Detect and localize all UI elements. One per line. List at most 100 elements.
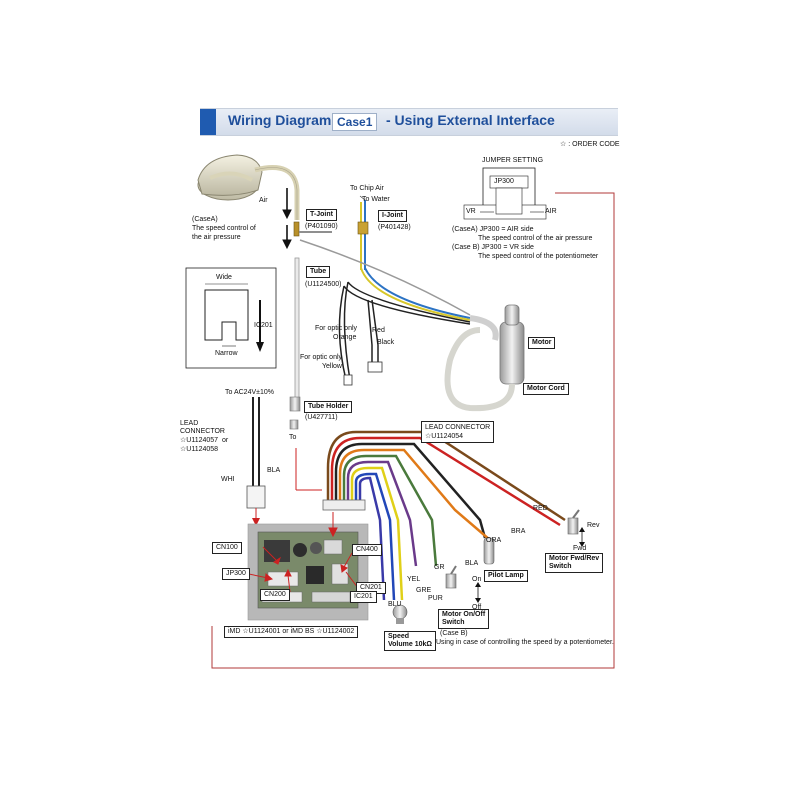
ic-narrow-label: Narrow [215, 350, 238, 357]
wire-bla-label: BLA [465, 560, 479, 567]
black-wire-label: Black [377, 339, 395, 346]
pedal-case-a-1: (CaseA) [192, 216, 218, 223]
lead-left-1: LEAD [180, 420, 199, 427]
jumper-block [463, 167, 547, 220]
flow-arrows [282, 188, 292, 250]
pilot-lamp-label: Pilot Lamp [484, 570, 528, 582]
header-title-part1: Wiring Diagram [228, 112, 332, 128]
air-water-lines [357, 195, 369, 270]
diagram-header: Wiring Diagram Case1 - Using External In… [200, 108, 618, 136]
lead-left-bla: BLA [267, 467, 281, 474]
tube-holder-code: (U427711) [305, 414, 338, 421]
switch-onoff-label-1: Motor On/Off [442, 611, 486, 618]
lead-right-2: ☆U1124054 [425, 433, 464, 440]
pedal-case-a-2: The speed control of [192, 225, 256, 232]
lead-left-4: ☆U1124058 [180, 446, 219, 453]
wire-pur-label: PUR [428, 595, 443, 602]
switch-on-label: On [472, 576, 482, 583]
lead-left-3: ☆U1124057 or [180, 437, 229, 444]
jumper-air: AIR [545, 208, 557, 215]
i-joint-code: (P401428) [378, 224, 411, 231]
optic-wires [338, 281, 383, 386]
to-chip-air-label: To Chip Air [350, 185, 384, 192]
switch-fr-box: Motor Fwd/Rev Switch [545, 553, 604, 573]
speed-volume-2: Volume 10kΩ [388, 641, 432, 648]
to-water-label: To Water [362, 196, 390, 203]
onoff-switch [445, 565, 481, 603]
air-pedal [197, 154, 263, 201]
jumper-vr: VR [466, 208, 476, 215]
wire-gre-label: GRE [416, 587, 432, 594]
switch-fr-label-1: Motor Fwd/Rev [549, 555, 600, 562]
wire-ora-label: ORA [486, 537, 502, 544]
tube-holder [289, 396, 301, 412]
pilot-lamp [483, 537, 495, 565]
jumper-jp300: JP300 [494, 178, 514, 185]
lead-left-whi: WHI [221, 476, 235, 483]
jumper-case-b-2: The speed control of the potentiometer [478, 253, 599, 260]
switch-off-label: Off [472, 604, 482, 611]
jp300-label: JP300 [222, 568, 250, 580]
motor [444, 304, 525, 412]
lead-right-box: LEAD CONNECTOR ☆U1124054 [421, 421, 495, 443]
switch-rev-label: Rev [587, 522, 600, 529]
cn200-label: CN200 [260, 589, 290, 601]
ic-ic201-label: IC201 [254, 322, 273, 329]
wire-yel-label: YEL [407, 576, 421, 583]
optic-yellow-1: For optic only [300, 354, 343, 361]
jumper-case-b-1: (Case B) JP300 = VR side [452, 244, 534, 251]
speed-volume-1: Speed [388, 633, 410, 640]
motor-label: Motor [528, 337, 556, 349]
callout-outline [211, 192, 615, 669]
board-model-label: iMD ☆U1124001 or iMD BS ☆U1124002 [224, 626, 359, 638]
header-case-badge: Case1 [332, 113, 378, 131]
header-title-part2: - Using External Interface [386, 112, 555, 128]
wire-blu-label: BLU [388, 601, 402, 608]
optic-orange-2: Orange [333, 334, 357, 341]
ac-supply-wires [246, 397, 266, 526]
tube-holder-to: To [289, 434, 297, 441]
red-wire-label: Red [372, 327, 385, 334]
case-b-line2: Using in case of controlling the speed b… [436, 639, 614, 646]
ic201-board-label: IC201 [350, 591, 377, 603]
control-wires [322, 430, 566, 601]
motor-cable-bundle [299, 239, 499, 341]
switch-onoff-label-2: Switch [442, 619, 465, 626]
optic-yellow-2: Yellow [322, 363, 342, 370]
tube [294, 257, 300, 401]
switch-fwd-label: Fwd [573, 545, 587, 552]
pedal-air-label: Air [259, 197, 268, 204]
pedal-case-a-3: the air pressure [192, 234, 241, 241]
cn100-label: CN100 [212, 542, 242, 554]
switch-onoff-box: Motor On/Off Switch [438, 609, 490, 629]
header-accent [200, 109, 216, 135]
wire-gr-label: GR [434, 564, 445, 571]
tube-holder-label: Tube Holder [304, 401, 353, 413]
tube-label: Tube [306, 266, 331, 278]
motor-cord-label: Motor Cord [523, 383, 569, 395]
speed-volume-box: Speed Volume 10kΩ [384, 631, 436, 651]
t-joint [293, 221, 332, 237]
lead-right-1: LEAD CONNECTOR [425, 424, 491, 431]
cn400-label: CN400 [352, 544, 382, 556]
case-b-line1: (Case B) [440, 630, 468, 637]
order-code-note: ☆ : ORDER CODE [560, 141, 620, 148]
tube-code: (U1124500) [305, 281, 342, 288]
ic-wide-label: Wide [216, 274, 232, 281]
ac-supply-label: To AC24V±10% [225, 389, 274, 396]
jumper-case-a-1: (CaseA) JP300 = AIR side [452, 226, 534, 233]
i-joint-label: I-Joint [378, 210, 407, 222]
fwd-rev-switch [567, 509, 585, 547]
lead-left-2: CONNECTOR [180, 428, 225, 435]
switch-fr-label-2: Switch [549, 563, 572, 570]
speed-volume [392, 604, 408, 624]
t-joint-code: (P401090) [305, 223, 338, 230]
wire-red-label: RED [533, 505, 548, 512]
circuit-board [247, 523, 369, 621]
optic-orange-1: For optic only [315, 325, 358, 332]
wire-bra-label: BRA [511, 528, 526, 535]
jumper-case-a-2: The speed control of the air pressure [478, 235, 593, 242]
jumper-title: JUMPER SETTING [482, 157, 544, 164]
t-joint-label: T-Joint [306, 209, 337, 221]
